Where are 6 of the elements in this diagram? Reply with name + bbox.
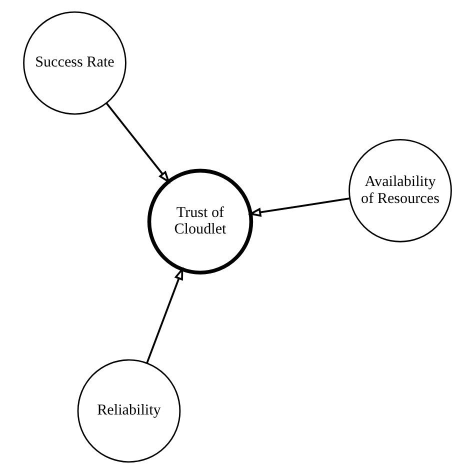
node-circle: Reliability [76, 359, 180, 463]
node-circle: Availability of Resources [348, 138, 452, 242]
arrow [146, 266, 183, 364]
arrow [247, 198, 350, 217]
arrow [105, 102, 170, 184]
node-circle: Success Rate [22, 11, 126, 115]
